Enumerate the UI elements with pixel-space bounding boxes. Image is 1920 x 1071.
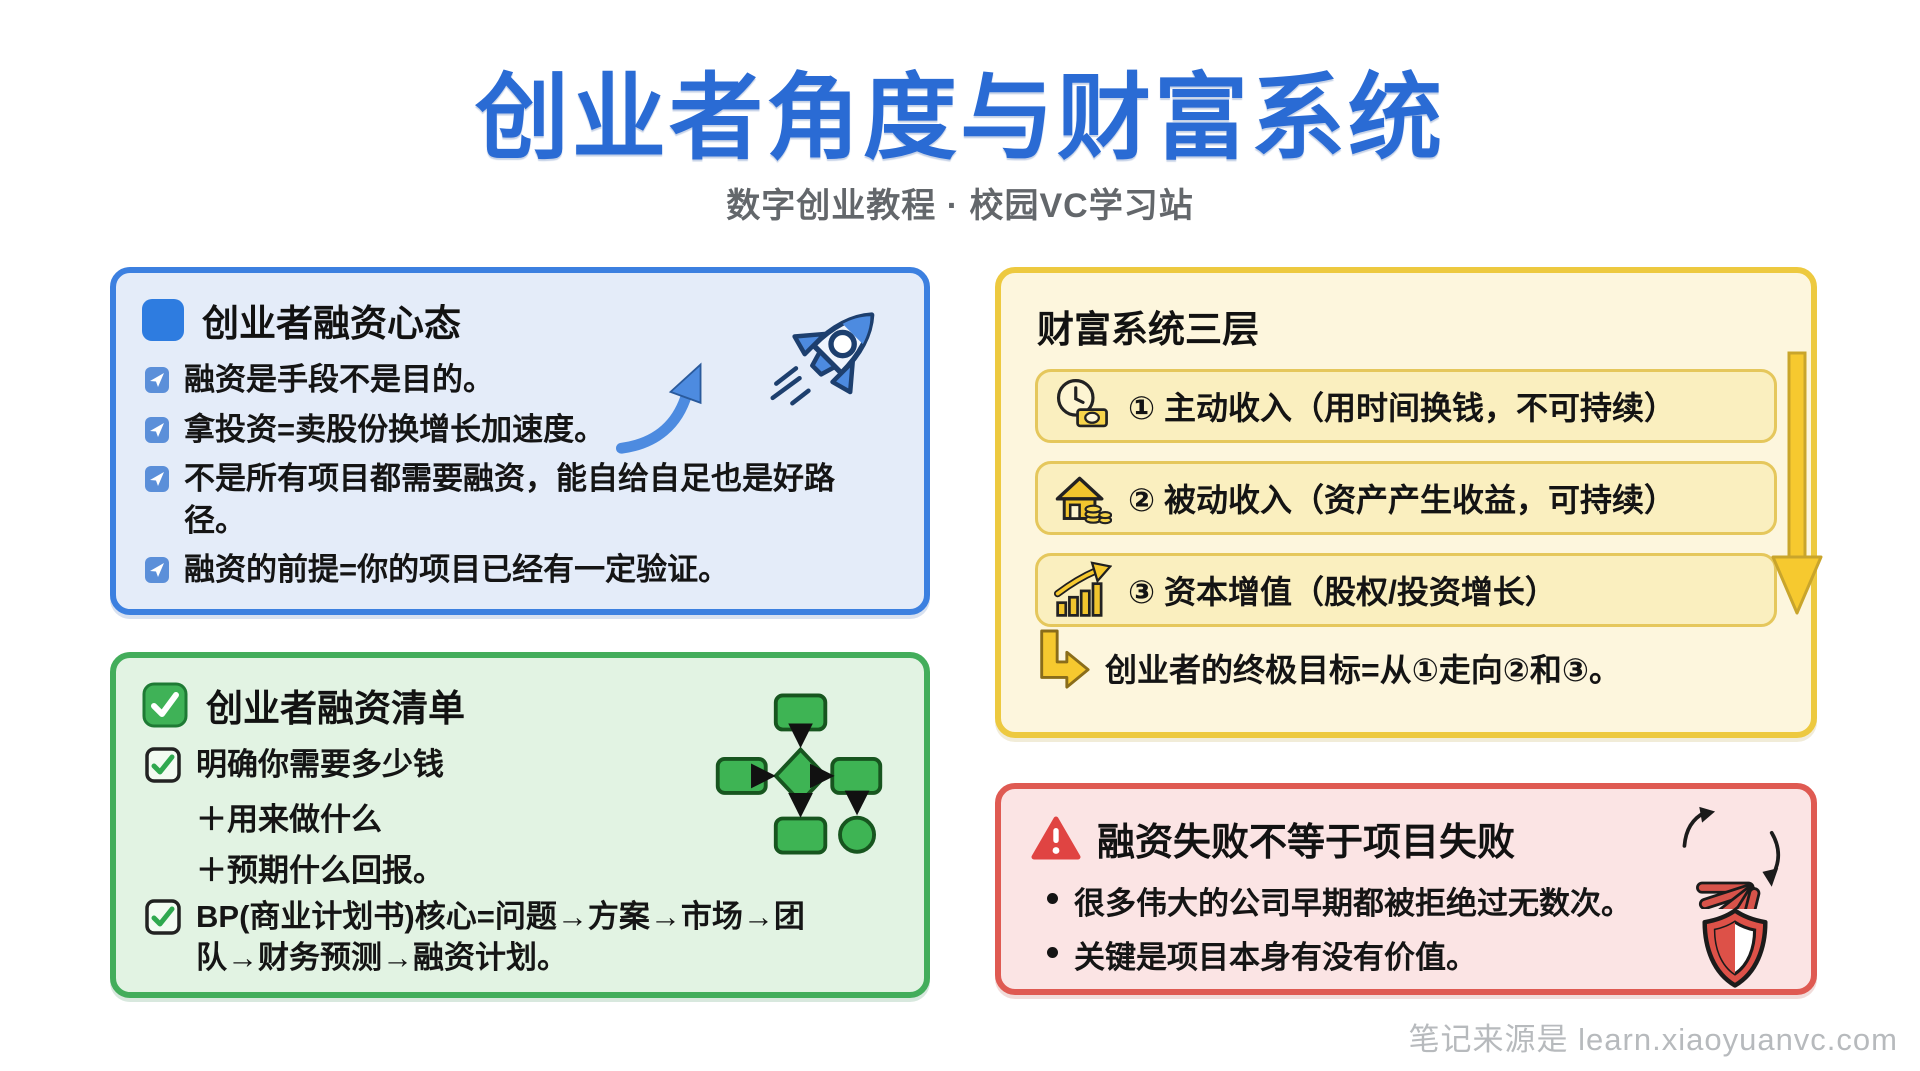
wealth-row-label: ① 主动收入（用时间换钱，不可持续） [1128,390,1676,426]
warning-item: 很多伟大的公司早期都被拒绝过无数次。 [1047,878,1811,923]
wealth-title: 财富系统三层 [1037,309,1259,350]
doc-bullet-icon [145,367,169,393]
checklist-item-text: BP(商业计划书)核心=问题→方案→市场→团队→财务预测→融资计划。 [196,898,805,976]
warning-item-text: 很多伟大的公司早期都被拒绝过无数次。 [1074,886,1632,921]
mindset-item-text: 不是所有项目都需要融资，能自给自足也是好路径。 [184,461,835,538]
mindset-title: 创业者融资心态 [202,303,461,344]
checklist-item: 明确你需要多少钱 [144,744,886,786]
wealth-card: 财富系统三层 ① 主动收入（用时间换钱，不可持续） ② 被动收入（资产产生收益， [995,267,1823,738]
mindset-item: 拿投资=卖股份换增长加速度。 [144,409,886,451]
header-check-icon [142,682,188,728]
wealth-footer-text: 创业者的终极目标=从①走向②和③。 [1105,652,1621,688]
mindset-item: 融资是手段不是目的。 [144,359,886,401]
page-title: 创业者角度与财富系统 [474,65,1445,170]
watermark-text: 笔记来源是 learn.xiaoyuanvc.com [1408,1022,1898,1057]
warning-card: 融资失败不等于项目失败 很多伟大的公司早期都被拒绝过无数次。 关键是项目本身有没… [995,783,1817,995]
checklist-title: 创业者融资清单 [206,688,465,729]
wealth-footer: 创业者的终极目标=从①走向②和③。 [1033,629,1811,691]
mindset-item-text: 融资是手段不是目的。 [184,362,494,397]
mindset-item: 不是所有项目都需要融资，能自给自足也是好路径。 [144,458,886,541]
warning-header: 融资失败不等于项目失败 [1031,811,1811,866]
doc-bullet-icon [145,416,169,443]
mindset-header: 创业者融资心态 [142,293,924,347]
warning-item-text: 关键是项目本身有没有价值。 [1074,940,1477,975]
warning-icon [1031,816,1081,859]
mindset-item: 融资的前提=你的项目已经有一定验证。 [144,549,886,591]
item-check-icon [145,898,181,935]
page-subtitle: 数字创业教程 · 校园VC学习站 [726,187,1194,225]
rocket-icon [762,291,896,424]
checklist-item-text: 明确你需要多少钱 [196,747,444,782]
doc-bullet-icon [145,466,169,493]
checklist-subline: ＋用来做什么 [196,801,382,837]
checklist-item: BP(商业计划书)核心=问题→方案→市场→团队→财务预测→融资计划。 [144,896,886,979]
wealth-row-label: ③ 资本增值（股权/投资增长） [1128,574,1557,610]
bullet-dot [1047,893,1058,904]
warning-title: 融资失败不等于项目失败 [1097,822,1516,864]
blue-square-icon [142,299,184,341]
wealth-row-passive-income: ② 被动收入（资产产生收益，可持续） [1035,461,1777,535]
growth-swoosh-icon [616,353,716,463]
clock-money-icon [1056,379,1108,428]
checklist-card: 创业者融资清单 明确你需要多少钱 ＋用来做什么 ＋预期什么回报。 BP(商业计划… [110,652,930,998]
wealth-row-capital-growth: ③ 资本增值（股权/投资增长） [1035,553,1777,627]
house-coins-icon [1055,476,1112,525]
mindset-card: 创业者融资心态 融资是手段不是目的。 拿投资=卖股份换增长加速度。 不是所有项目… [110,267,930,615]
bullet-dot [1047,947,1058,958]
warning-item: 关键是项目本身有没有价值。 [1047,932,1811,977]
shield-icon [1699,907,1771,994]
doc-bullet-icon [145,557,169,584]
corner-arrow-icon [1040,629,1090,689]
item-check-icon [145,747,181,783]
checklist-header: 创业者融资清单 [142,678,924,732]
wealth-row-active-income: ① 主动收入（用时间换钱，不可持续） [1035,369,1777,443]
checklist-subline: ＋预期什么回报。 [196,852,444,888]
spring-icon [1673,805,1785,945]
mindset-item-text: 拿投资=卖股份换增长加速度。 [184,411,606,447]
down-arrow-icon [1771,351,1823,622]
wealth-row-label: ② 被动收入（资产产生收益，可持续） [1128,482,1676,518]
mindset-item-text: 融资的前提=你的项目已经有一定验证。 [184,552,730,588]
flowchart-icon [710,690,888,863]
growth-chart-icon [1054,561,1112,617]
